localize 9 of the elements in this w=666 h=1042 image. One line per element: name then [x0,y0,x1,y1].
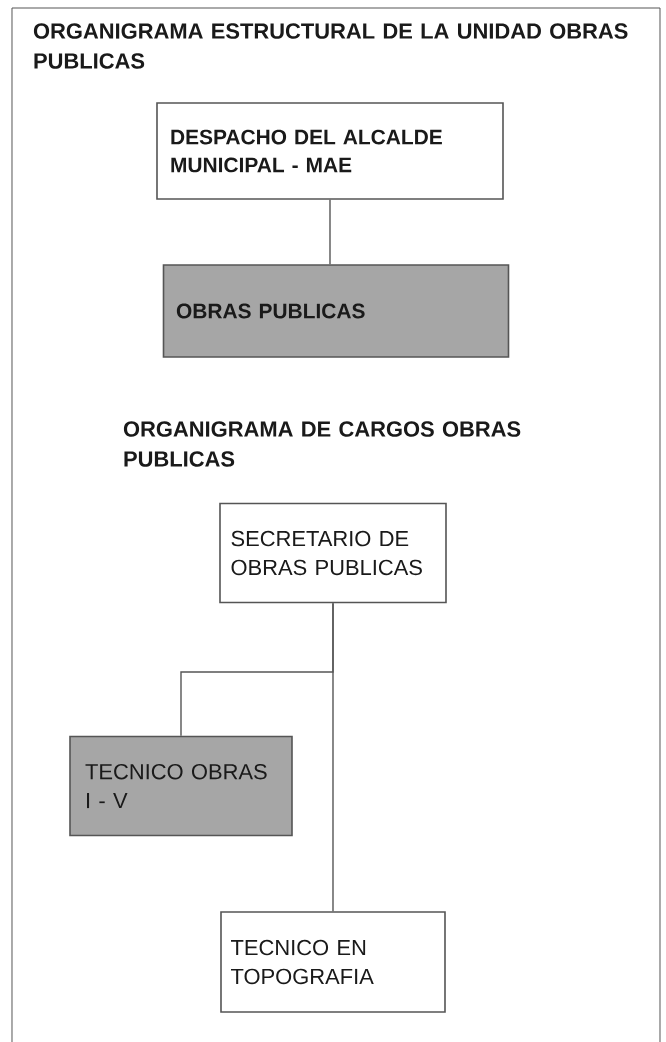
org-box: TECNICO EN TOPOGRAFIA [220,911,446,1013]
org-box: DESPACHO DEL ALCALDE MUNICIPAL - MAE [156,102,504,200]
title: ORGANIGRAMA ESTRUCTURAL DE LA UNIDAD OBRAS PUBLICAS [33,23,628,69]
connector-line [332,602,334,912]
org-box: OBRAS PUBLICAS [162,264,510,358]
heading: ORGANIGRAMA DE CARGOS OBRAS PUBLICAS [123,421,521,467]
org-box: SECRETARIO DE OBRAS PUBLICAS [219,502,447,604]
org-box: TECNICO OBRAS I - V [69,735,293,837]
connector-line [329,199,331,265]
